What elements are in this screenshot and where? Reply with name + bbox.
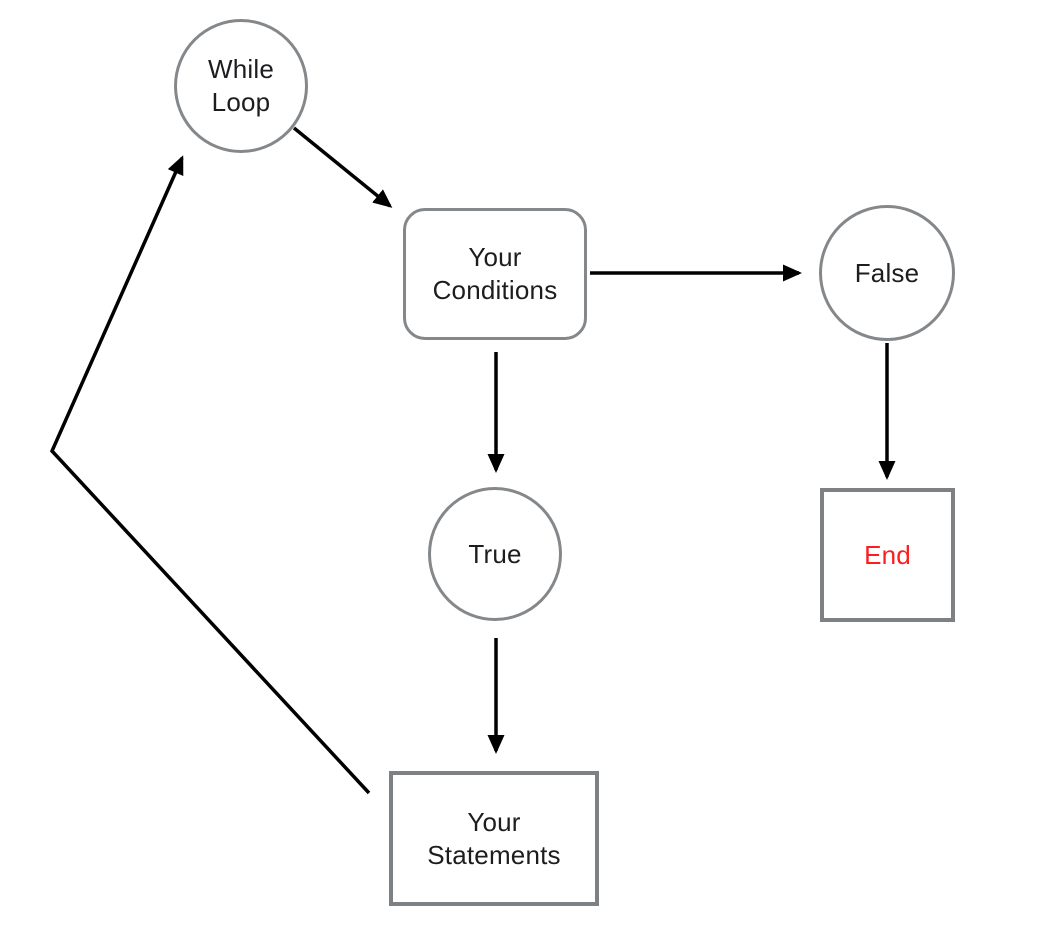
node-your-statements-label: Your Statements [427, 806, 561, 870]
node-true-label: True [468, 538, 522, 569]
node-your-conditions-label: Your Conditions [432, 242, 558, 305]
node-end: End [820, 488, 955, 622]
edge-whileloop-to-conditions-arrow [292, 126, 393, 208]
node-end-label: End [864, 539, 911, 570]
node-false-label: False [854, 257, 920, 288]
node-false: False [819, 205, 955, 341]
edge-statements-to-whileloop-arrow [49, 155, 371, 795]
node-true: True [428, 487, 562, 621]
node-your-statements: Your Statements [389, 771, 599, 906]
node-while-loop-label: While Loop [207, 54, 274, 117]
node-your-conditions: Your Conditions [403, 208, 587, 340]
node-while-loop: While Loop [174, 19, 308, 153]
